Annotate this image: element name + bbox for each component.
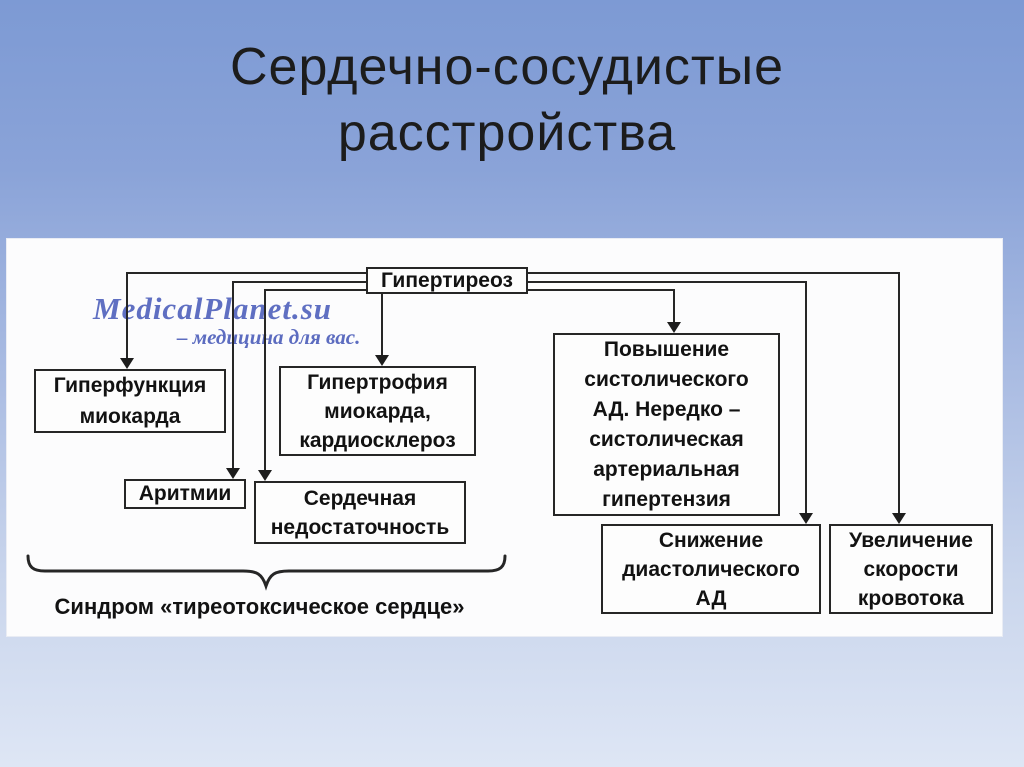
watermark-brand: MedicalPlanet.su (93, 291, 333, 326)
edge-hyperthyroidism-diastolic-arrow (799, 513, 813, 524)
edge-hyperthyroidism-blood-flow-arrow (892, 513, 906, 524)
node-blood-flow-velocity-increase: Увеличение скорости кровотока (829, 524, 993, 614)
edge-hyperthyroidism-arrhythmias-arrow (226, 468, 240, 479)
syndrome-brace (26, 554, 507, 591)
node-arrhythmias: Аритмии (124, 479, 246, 509)
edge-hyperthyroidism-systolic-hline (526, 289, 675, 291)
edge-hyperthyroidism-arrhythmias-vline (232, 281, 234, 470)
edge-hyperthyroidism-systolic-vline (673, 289, 675, 325)
edge-hyperthyroidism-hypertrophy-vline (381, 294, 383, 357)
node-myocardial-hypertrophy: Гипертрофия миокарда, кардиосклероз (279, 366, 476, 456)
edge-hyperthyroidism-heart-failure-vline (264, 289, 266, 472)
watermark-tagline: – медицина для вас. (177, 325, 361, 349)
edge-hyperthyroidism-hyperfunction-arrow (120, 358, 134, 369)
edge-hyperthyroidism-hyperfunction-hline (126, 272, 368, 274)
node-hyperthyroidism: Гипертиреоз (366, 267, 528, 294)
edge-hyperthyroidism-arrhythmias-hline (232, 281, 368, 283)
edge-hyperthyroidism-blood-flow-hline (526, 272, 900, 274)
page-title: Сердечно-сосудистые расстройства (229, 38, 785, 162)
edge-hyperthyroidism-hyperfunction-vline (126, 272, 128, 360)
edge-hyperthyroidism-heart-failure-arrow (258, 470, 272, 481)
syndrome-label: Синдром «тиреотоксическое сердце» (54, 594, 465, 619)
node-diastolic-bp-decrease: Снижение диастолического АД (601, 524, 821, 614)
node-myocardial-hyperfunction: Гиперфункция миокарда (34, 369, 226, 433)
edge-hyperthyroidism-blood-flow-vline (898, 272, 900, 515)
edge-hyperthyroidism-diastolic-hline (526, 281, 807, 283)
edge-hyperthyroidism-systolic-arrow (667, 322, 681, 333)
edge-hyperthyroidism-heart-failure-hline (264, 289, 368, 291)
node-systolic-bp-increase: Повышение систолического АД. Нередко – с… (553, 333, 780, 516)
node-heart-failure: Сердечная недостаточность (254, 481, 466, 544)
edge-hyperthyroidism-diastolic-vline (805, 281, 807, 515)
diagram-panel: MedicalPlanet.su – медицина для вас. Гип… (6, 238, 1003, 637)
edge-hyperthyroidism-hypertrophy-arrow (375, 355, 389, 366)
